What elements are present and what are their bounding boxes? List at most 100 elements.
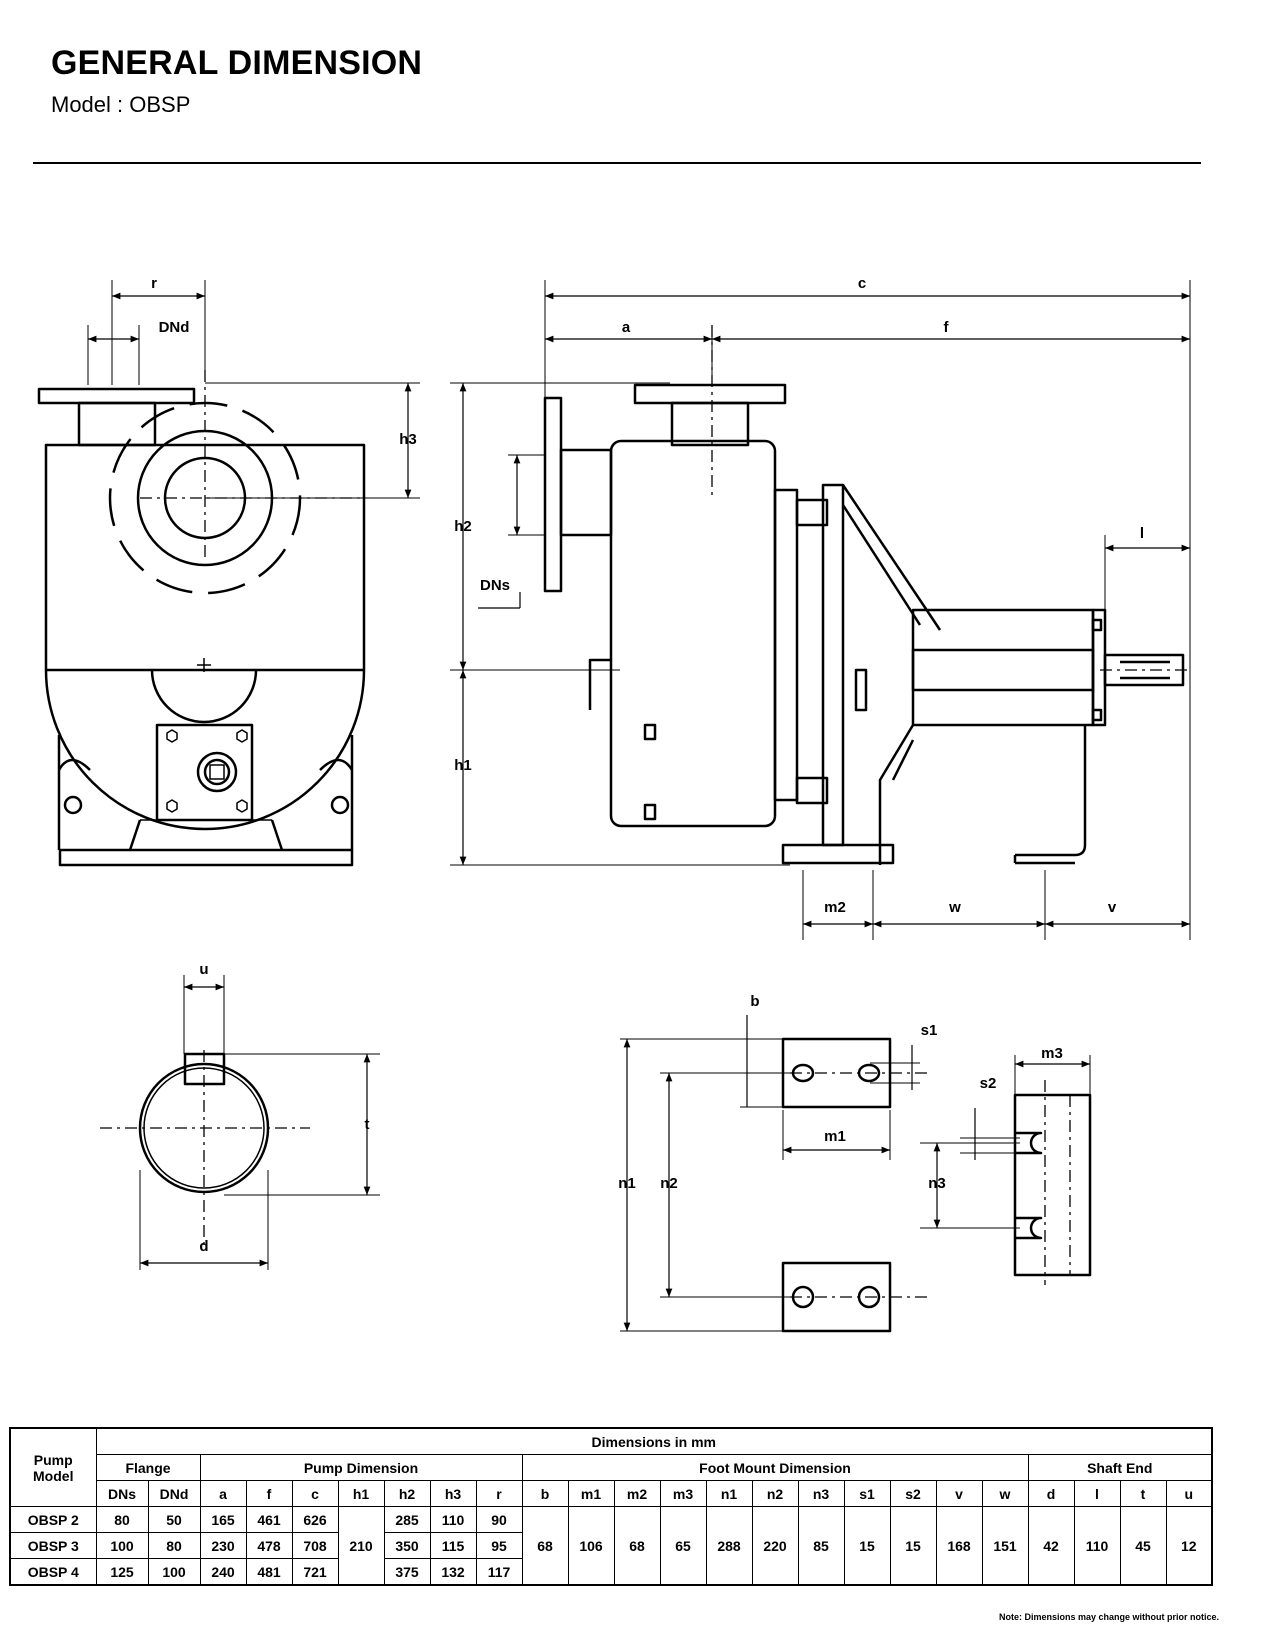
col-header: m3 bbox=[659, 1480, 707, 1507]
group-foot-mount: Foot Mount Dimension bbox=[521, 1454, 1029, 1481]
cell-c: 708 bbox=[291, 1532, 339, 1559]
col-header: b bbox=[521, 1480, 569, 1507]
cell-h1: 210 bbox=[337, 1506, 385, 1586]
cell-n2: 220 bbox=[751, 1506, 799, 1586]
cell-n3: 85 bbox=[797, 1506, 845, 1586]
col-header: h2 bbox=[383, 1480, 431, 1507]
label-l: l bbox=[1140, 525, 1144, 542]
label-r: r bbox=[151, 275, 157, 292]
cell-h3: 132 bbox=[429, 1558, 477, 1586]
cell-b: 68 bbox=[521, 1506, 569, 1586]
label-f: f bbox=[944, 319, 950, 336]
title-rule bbox=[33, 162, 1201, 164]
table-row: OBSP 2 80 50 165 461 626 210 285 110 90 … bbox=[9, 1506, 1213, 1586]
shaft-end-view bbox=[138, 1052, 270, 1194]
cell-a: 230 bbox=[199, 1532, 247, 1559]
label-n2: n2 bbox=[660, 1175, 678, 1192]
col-header: DNs bbox=[95, 1480, 149, 1507]
cell-w: 151 bbox=[981, 1506, 1029, 1586]
table-row: OBSP 4 125 100 240 481 721 375 132 117 bbox=[9, 1558, 1212, 1586]
dimensions-table: Pump Model Dimensions in mm Flange Pump … bbox=[9, 1427, 1213, 1586]
row-model: OBSP 2 bbox=[9, 1506, 97, 1533]
row-model: OBSP 3 bbox=[9, 1532, 97, 1559]
front-view bbox=[37, 387, 366, 867]
cell-dnd: 100 bbox=[147, 1558, 201, 1586]
col-header: a bbox=[199, 1480, 247, 1507]
cell-dns: 80 bbox=[95, 1506, 149, 1533]
col-header: n3 bbox=[797, 1480, 845, 1507]
col-header: v bbox=[935, 1480, 983, 1507]
cell-m1: 106 bbox=[567, 1506, 615, 1586]
col-header: n2 bbox=[751, 1480, 799, 1507]
label-s2: s2 bbox=[980, 1075, 997, 1092]
cell-s1: 15 bbox=[843, 1506, 891, 1586]
side-view bbox=[543, 383, 1185, 865]
cell-a: 165 bbox=[199, 1506, 247, 1533]
page-title: GENERAL DIMENSION bbox=[51, 44, 423, 82]
cell-d: 42 bbox=[1027, 1506, 1075, 1586]
label-dns: DNs bbox=[480, 577, 510, 594]
dimensions-table-wrap: Pump Model Dimensions in mm Flange Pump … bbox=[9, 1427, 1213, 1586]
label-a: a bbox=[622, 319, 631, 336]
col-header: u bbox=[1165, 1480, 1213, 1507]
cell-f: 478 bbox=[245, 1532, 293, 1559]
label-m3: m3 bbox=[1041, 1045, 1063, 1062]
cell-f: 461 bbox=[245, 1506, 293, 1533]
model-header: Pump Model bbox=[9, 1427, 97, 1507]
col-header: s2 bbox=[889, 1480, 937, 1507]
column-headers: DNs DNd a f c h1 h2 h3 r b m1 m2 m3 n1 n… bbox=[10, 1480, 1213, 1507]
col-header: l bbox=[1073, 1480, 1121, 1507]
cell-h2: 285 bbox=[383, 1506, 431, 1533]
cell-a: 240 bbox=[199, 1558, 247, 1586]
group-flange: Flange bbox=[95, 1454, 201, 1481]
table-row: OBSP 3 100 80 230 478 708 350 115 95 bbox=[9, 1532, 1212, 1559]
label-c: c bbox=[858, 275, 866, 292]
cell-n1: 288 bbox=[705, 1506, 753, 1586]
cell-u: 12 bbox=[1165, 1506, 1213, 1586]
col-header: d bbox=[1027, 1480, 1075, 1507]
cell-c: 721 bbox=[291, 1558, 339, 1586]
label-h1: h1 bbox=[454, 757, 472, 774]
cell-h2: 350 bbox=[383, 1532, 431, 1559]
col-header: t bbox=[1119, 1480, 1167, 1507]
label-b: b bbox=[750, 993, 759, 1010]
cell-l: 110 bbox=[1073, 1506, 1121, 1586]
cell-h2: 375 bbox=[383, 1558, 431, 1586]
label-s1: s1 bbox=[921, 1022, 938, 1039]
col-header: m1 bbox=[567, 1480, 615, 1507]
label-n1: n1 bbox=[618, 1175, 636, 1192]
col-header: h3 bbox=[429, 1480, 477, 1507]
label-v: v bbox=[1108, 899, 1117, 916]
cell-s2: 15 bbox=[889, 1506, 937, 1586]
cell-t: 45 bbox=[1119, 1506, 1167, 1586]
col-header: s1 bbox=[843, 1480, 891, 1507]
label-w: w bbox=[948, 899, 961, 916]
cell-h3: 115 bbox=[429, 1532, 477, 1559]
cell-dnd: 50 bbox=[147, 1506, 201, 1533]
label-u: u bbox=[199, 961, 208, 978]
cell-dns: 100 bbox=[95, 1532, 149, 1559]
cell-f: 481 bbox=[245, 1558, 293, 1586]
label-t: t bbox=[365, 1116, 370, 1133]
cell-m3: 65 bbox=[659, 1506, 707, 1586]
col-header: m2 bbox=[613, 1480, 661, 1507]
row-model: OBSP 4 bbox=[9, 1558, 97, 1586]
cell-r: 117 bbox=[475, 1558, 523, 1586]
table-caption: Dimensions in mm bbox=[95, 1427, 1213, 1455]
label-m2: m2 bbox=[824, 899, 846, 916]
label-h3: h3 bbox=[399, 431, 417, 448]
cell-r: 95 bbox=[475, 1532, 523, 1559]
cell-c: 626 bbox=[291, 1506, 339, 1533]
col-header: c bbox=[291, 1480, 339, 1507]
cell-h3: 110 bbox=[429, 1506, 477, 1533]
label-h2: h2 bbox=[454, 518, 472, 535]
group-pump-dimension: Pump Dimension bbox=[199, 1454, 523, 1481]
cell-v: 168 bbox=[935, 1506, 983, 1586]
col-header: f bbox=[245, 1480, 293, 1507]
label-m1: m1 bbox=[824, 1128, 846, 1145]
footnote: Note: Dimensions may change without prio… bbox=[998, 1612, 1219, 1622]
label-dnd: DNd bbox=[159, 319, 190, 336]
cell-r: 90 bbox=[475, 1506, 523, 1533]
col-header: n1 bbox=[705, 1480, 753, 1507]
cell-dnd: 80 bbox=[147, 1532, 201, 1559]
